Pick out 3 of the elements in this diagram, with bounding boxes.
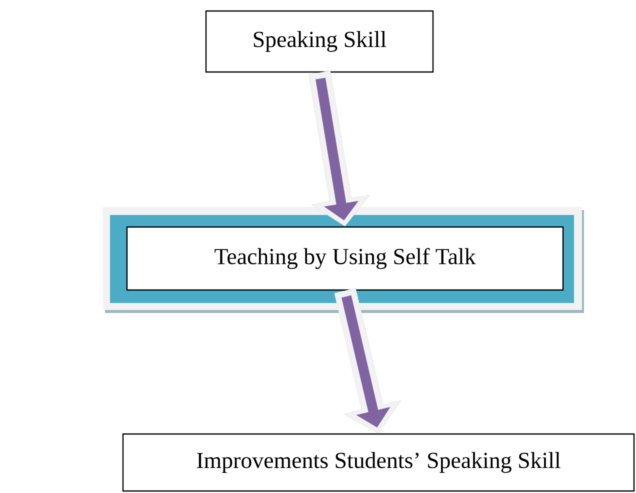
framed-box: Teaching by Using Self Talk xyxy=(103,206,584,313)
text-box: Speaking Skill xyxy=(205,10,434,73)
text-box: Improvements Students’ Speaking Skill xyxy=(122,433,635,492)
